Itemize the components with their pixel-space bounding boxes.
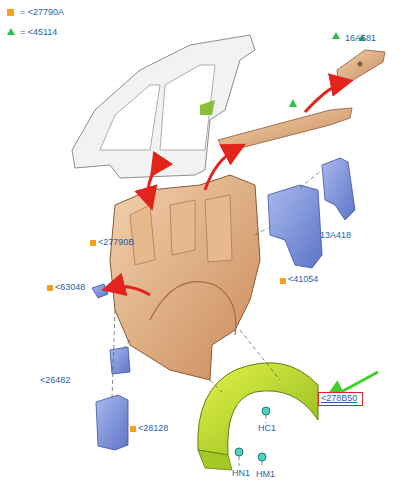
legend-swatch: [7, 9, 14, 16]
legend-text: = <45114: [20, 27, 57, 38]
part-number: HM1: [256, 469, 275, 480]
part-number: <28128: [138, 423, 168, 434]
part-number: HN1: [232, 468, 250, 479]
highlighted-part-box: <278B50: [318, 392, 363, 406]
part-number: <26482: [40, 375, 70, 386]
part-number: <41054: [288, 274, 318, 285]
part-number: <27790B: [98, 237, 134, 248]
legend-text: = <27790A: [20, 7, 64, 18]
part-number: <63048: [55, 282, 85, 293]
part-number: HC1: [258, 423, 276, 434]
part-number: 13A418: [320, 230, 351, 241]
part-number: <278B50: [319, 393, 362, 404]
part-number: 16A681: [345, 33, 376, 44]
